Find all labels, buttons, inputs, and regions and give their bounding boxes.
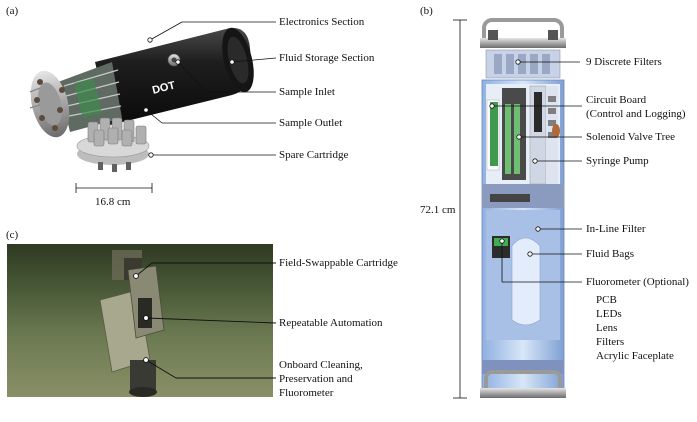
label-preservation-and: Preservation and bbox=[279, 373, 353, 385]
label-onboard-cleaning: Onboard Cleaning, bbox=[279, 359, 363, 371]
scale-label: 16.8 cm bbox=[95, 196, 131, 208]
panel-c-letter: (c) bbox=[6, 229, 19, 241]
label-control-and-logging: (Control and Logging) bbox=[586, 108, 686, 120]
label-fluorometer-optional: Fluorometer (Optional) bbox=[586, 276, 689, 288]
label-circuit-board: Circuit Board bbox=[586, 94, 647, 106]
panel-a-leaders bbox=[75, 21, 277, 193]
device-cross-section bbox=[480, 18, 566, 398]
height-bar bbox=[453, 19, 467, 399]
fluorometer-part-acrylic-faceplate: Acrylic Faceplate bbox=[596, 350, 674, 362]
height-label: 72.1 cm bbox=[420, 204, 456, 216]
label-electronics-section: Electronics Section bbox=[279, 16, 365, 28]
fluorometer-part-leds: LEDs bbox=[596, 308, 622, 320]
panel-b-letter: (b) bbox=[420, 5, 433, 17]
underwater-device bbox=[99, 250, 165, 397]
label-fluid-bags: Fluid Bags bbox=[586, 248, 634, 260]
panel-a-letter: (a) bbox=[6, 5, 19, 17]
label-9-discrete-filters: 9 Discrete Filters bbox=[586, 56, 662, 68]
panel-b-leaders bbox=[489, 59, 582, 283]
label-field-swappable-cartridge: Field-Swappable Cartridge bbox=[279, 257, 398, 269]
label-sample-outlet: Sample Outlet bbox=[279, 117, 343, 129]
label-solenoid-valve-tree: Solenoid Valve Tree bbox=[586, 131, 676, 143]
label-sample-inlet: Sample Inlet bbox=[279, 86, 335, 98]
fluorometer-part-lens: Lens bbox=[596, 322, 618, 334]
label-in-line-filter: In-Line Filter bbox=[586, 223, 646, 235]
panel-c-leaders bbox=[133, 262, 277, 379]
label-repeatable-automation: Repeatable Automation bbox=[279, 317, 383, 329]
fluorometer-part-pcb: PCB bbox=[596, 294, 617, 306]
label-syringe-pump: Syringe Pump bbox=[586, 155, 649, 167]
label-spare-cartridge: Spare Cartridge bbox=[279, 149, 349, 161]
device-render: DOT bbox=[29, 27, 254, 172]
dot-logo: DOT bbox=[151, 79, 177, 96]
label-fluid-storage-section: Fluid Storage Section bbox=[279, 52, 375, 64]
fluorometer-part-filters: Filters bbox=[596, 336, 625, 348]
label-fluorometer: Fluorometer bbox=[279, 387, 334, 399]
